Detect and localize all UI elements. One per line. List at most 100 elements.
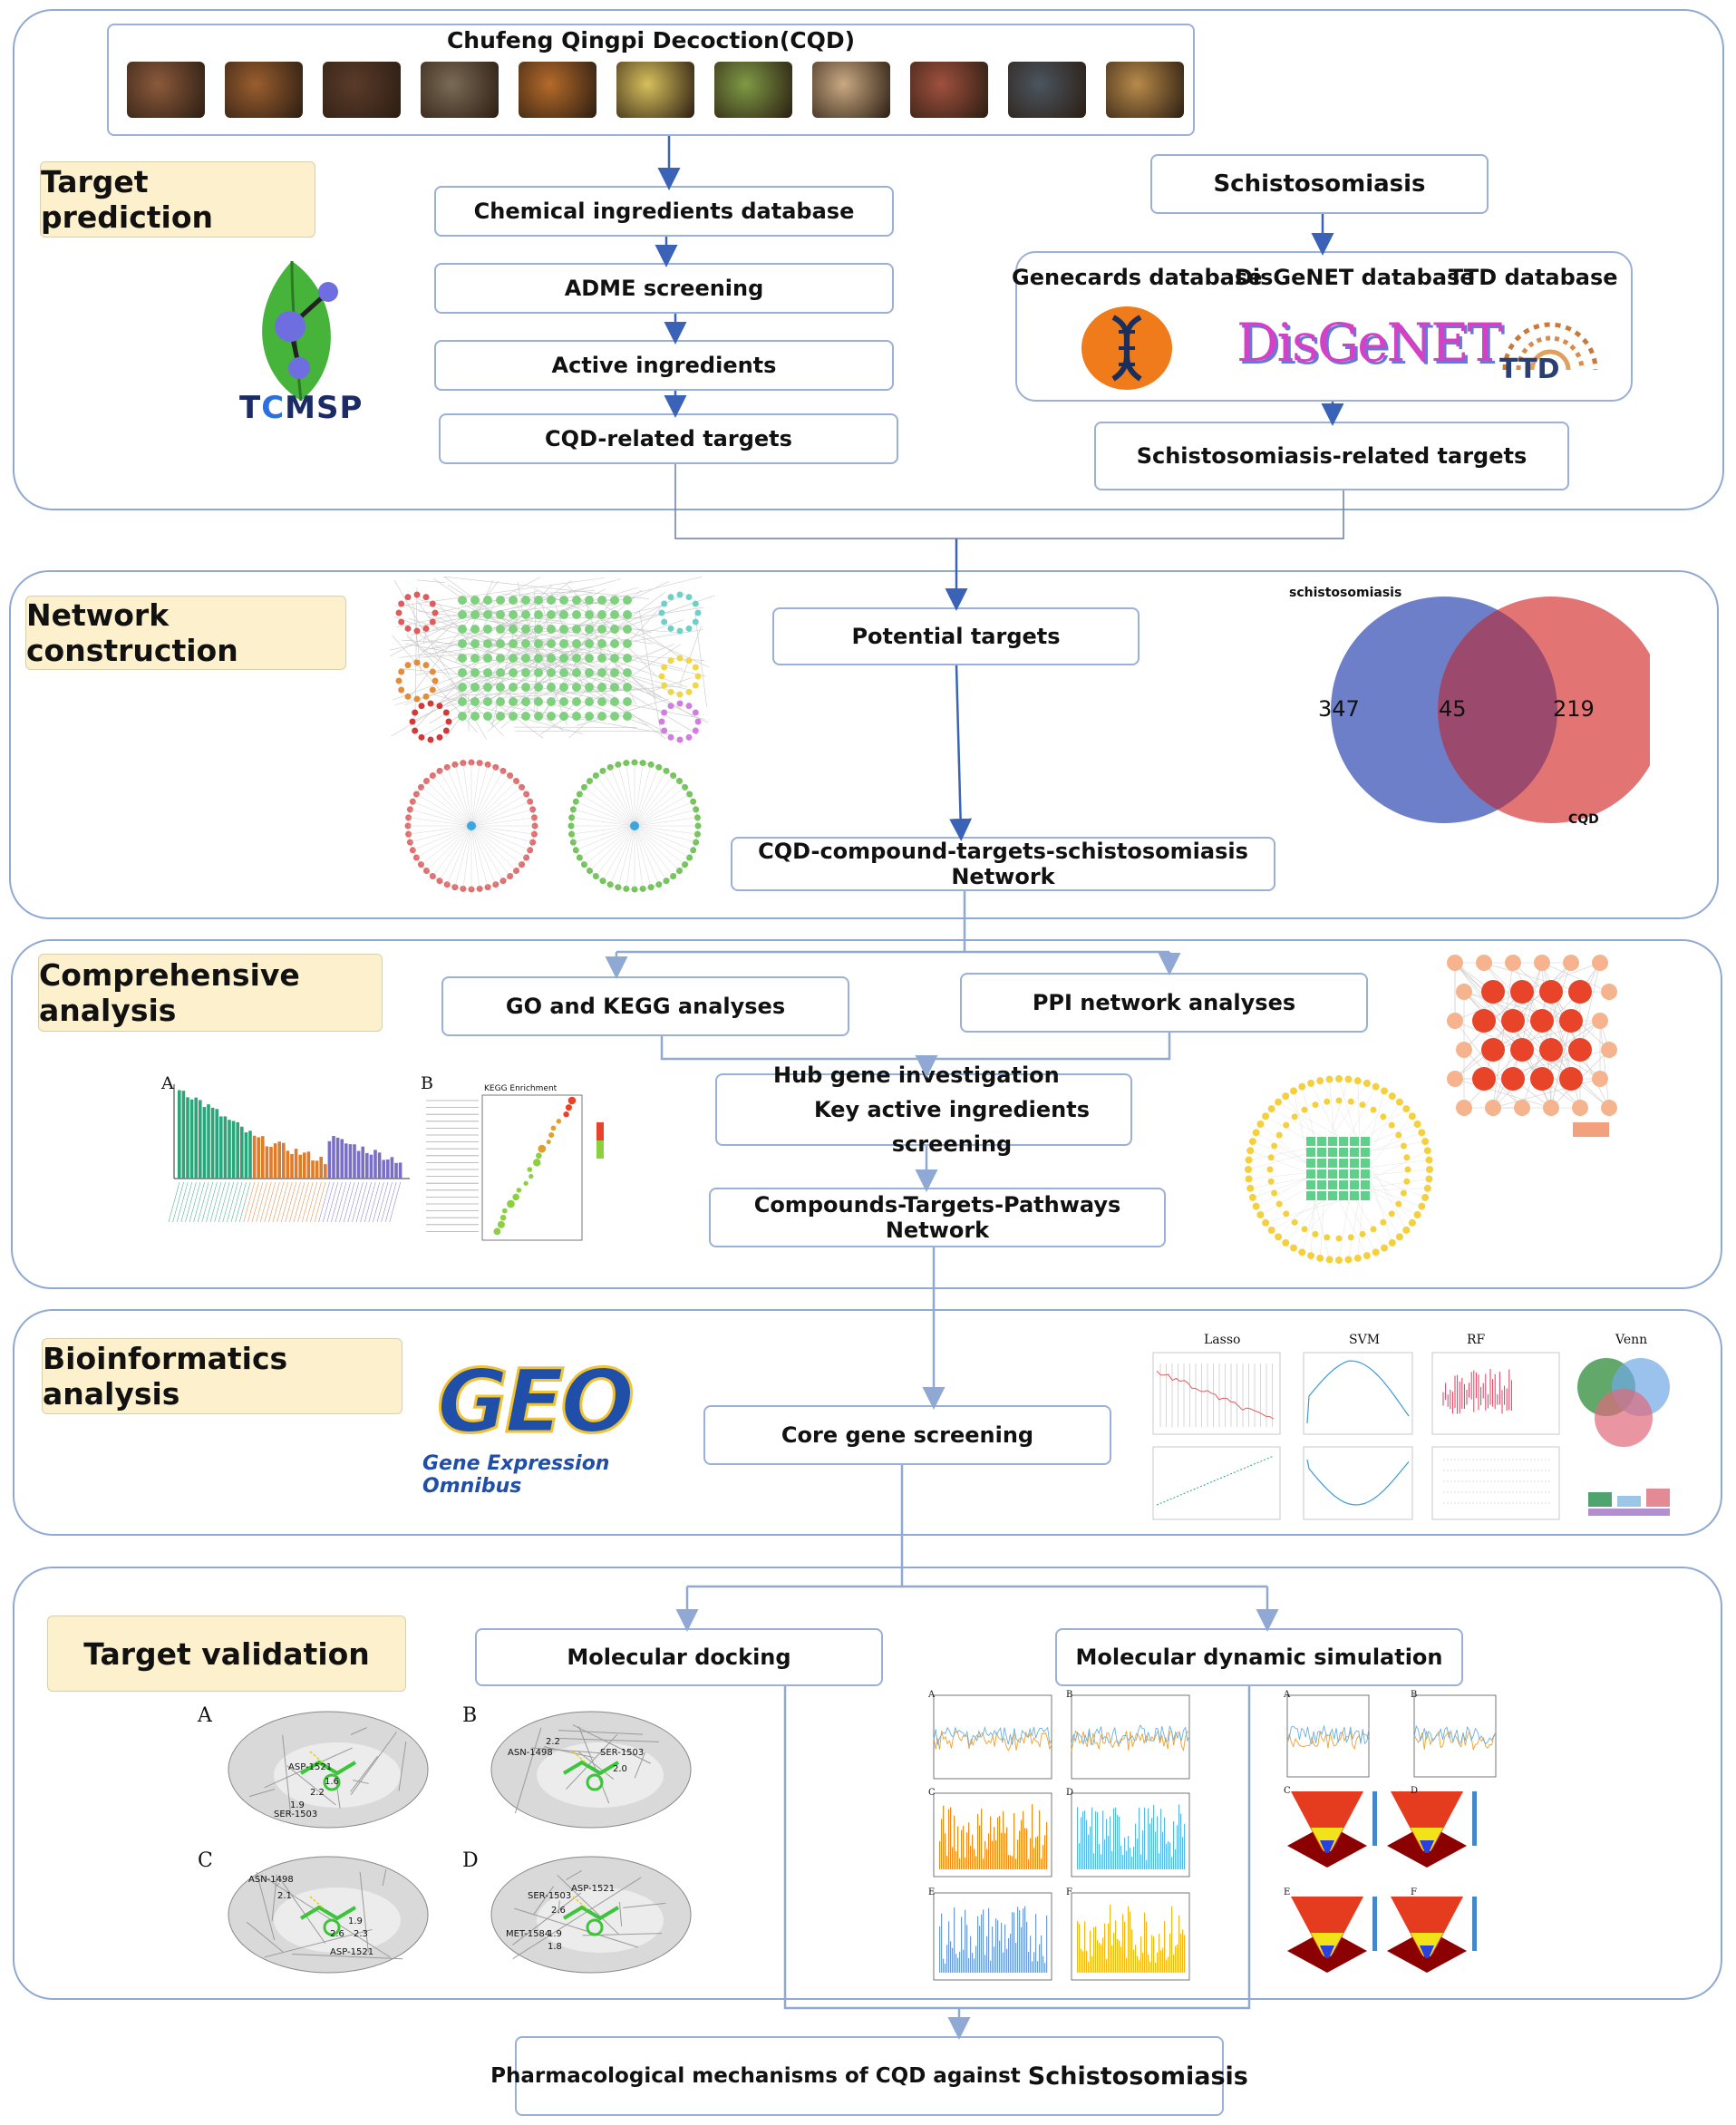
kegg-legend-swatch bbox=[596, 1140, 604, 1144]
network-node bbox=[509, 712, 518, 721]
hbond-bar bbox=[1097, 1940, 1099, 1973]
hbond-bar bbox=[1177, 1825, 1178, 1869]
hbond-bar bbox=[1026, 1828, 1028, 1869]
ppi-edge bbox=[1512, 962, 1610, 1051]
residue-stick bbox=[566, 1733, 618, 1790]
hbond-bar bbox=[979, 1825, 981, 1869]
network-node bbox=[676, 691, 684, 698]
network-edge bbox=[470, 817, 535, 827]
hbond-bar bbox=[1104, 1923, 1106, 1973]
venn-left-label: schistosomiasis bbox=[1289, 586, 1402, 600]
residue-stick bbox=[512, 1877, 642, 1959]
hbond-bar bbox=[1115, 1807, 1117, 1869]
ml-panel-frame bbox=[1431, 1446, 1560, 1520]
roc-curve bbox=[1156, 1455, 1275, 1506]
network-node bbox=[661, 618, 668, 626]
network-node bbox=[404, 693, 412, 700]
go-bar-chart bbox=[168, 1084, 410, 1223]
ctp-target-node bbox=[1350, 1180, 1359, 1189]
kegg-dot bbox=[550, 1125, 557, 1131]
go-label-line bbox=[352, 1181, 364, 1223]
hbond-bar bbox=[1135, 1945, 1137, 1973]
ml-panel-frame bbox=[1303, 1446, 1413, 1520]
network-edge bbox=[470, 825, 517, 871]
ctp-target-node bbox=[1328, 1148, 1337, 1157]
tag-network-construction: Network construction bbox=[25, 596, 346, 670]
residue-d-5: 1.9 bbox=[548, 1929, 562, 1939]
ctp-target-node bbox=[1361, 1148, 1370, 1157]
go-bar bbox=[335, 1137, 340, 1179]
go-bar bbox=[311, 1160, 315, 1179]
network-edge bbox=[470, 825, 496, 885]
hbond-bar bbox=[954, 1907, 955, 1973]
hbond-bar bbox=[1004, 1833, 1006, 1869]
ctp-target-node bbox=[1317, 1148, 1326, 1157]
tcmsp-logo: TCMSP bbox=[238, 256, 362, 428]
network-edge bbox=[470, 809, 533, 827]
docking-box: Molecular docking bbox=[475, 1628, 883, 1686]
network-node bbox=[585, 625, 594, 634]
network-edge bbox=[634, 764, 652, 827]
dock-panel-a: A bbox=[198, 1704, 212, 1727]
network-node bbox=[458, 639, 467, 648]
network-node bbox=[692, 682, 699, 689]
network-node bbox=[470, 712, 480, 721]
ppi-node bbox=[1501, 1067, 1525, 1091]
ctp-node bbox=[1316, 1077, 1324, 1085]
network-node bbox=[427, 736, 434, 743]
dna-icon bbox=[1081, 306, 1172, 390]
kegg-dot bbox=[533, 1159, 541, 1167]
hbond-bar bbox=[963, 1949, 965, 1973]
network-node bbox=[509, 639, 518, 648]
network-edge bbox=[447, 767, 472, 827]
network-edge bbox=[617, 764, 635, 827]
network-node bbox=[623, 625, 632, 634]
ppi-node bbox=[1543, 1100, 1559, 1116]
ctp-target-node bbox=[1339, 1159, 1348, 1168]
landscape-minimum bbox=[1320, 1840, 1334, 1853]
network-node bbox=[676, 655, 684, 662]
md1-panel-a: A bbox=[928, 1690, 936, 1700]
network-edge bbox=[606, 601, 613, 605]
ppi-node bbox=[1601, 984, 1617, 1000]
network-node bbox=[547, 712, 556, 721]
network-edge bbox=[596, 825, 635, 877]
venn-both-count: 45 bbox=[1439, 696, 1467, 722]
ctp-target-node bbox=[1317, 1169, 1326, 1179]
residue-stick bbox=[353, 1780, 369, 1784]
hbond-bar bbox=[1126, 1850, 1128, 1869]
hbond-bar bbox=[1157, 1816, 1159, 1869]
hbond-bar bbox=[1133, 1846, 1135, 1869]
hbond-bar bbox=[970, 1845, 972, 1869]
ctp-node bbox=[1380, 1218, 1387, 1226]
ppi-node bbox=[1476, 955, 1492, 971]
network-node bbox=[547, 639, 556, 648]
residue-stick bbox=[514, 1907, 639, 1948]
hbond-bar bbox=[957, 1826, 959, 1869]
network-node bbox=[436, 733, 443, 741]
residue-stick bbox=[618, 1901, 623, 1926]
expression-bar bbox=[1646, 1489, 1670, 1507]
network-node bbox=[559, 712, 568, 721]
hbond-bar bbox=[961, 1829, 963, 1869]
hbond-bar bbox=[990, 1816, 992, 1869]
network-node bbox=[521, 683, 530, 692]
network-node bbox=[534, 625, 543, 634]
network-node bbox=[496, 683, 505, 692]
step-active-ingredients: Active ingredients bbox=[434, 340, 894, 391]
go-bar bbox=[248, 1130, 252, 1179]
ctp-node bbox=[1403, 1154, 1411, 1161]
md-figure-1: A B C D E F bbox=[925, 1686, 1197, 1993]
ppi-edge bbox=[1492, 1078, 1601, 1109]
network-edge bbox=[447, 825, 472, 885]
network-node bbox=[409, 718, 416, 725]
key-ingredients-line: Key active ingredients screening bbox=[814, 1097, 1090, 1157]
go-label-line bbox=[251, 1181, 264, 1223]
ctp-node bbox=[1301, 1106, 1308, 1113]
network-node bbox=[685, 657, 693, 665]
network-node bbox=[572, 712, 581, 721]
hbond-bar bbox=[1178, 1915, 1180, 1973]
residue-b-4: 2.0 bbox=[613, 1764, 627, 1774]
ctp-node bbox=[1246, 1147, 1255, 1155]
hbond-bar bbox=[1178, 1804, 1180, 1869]
